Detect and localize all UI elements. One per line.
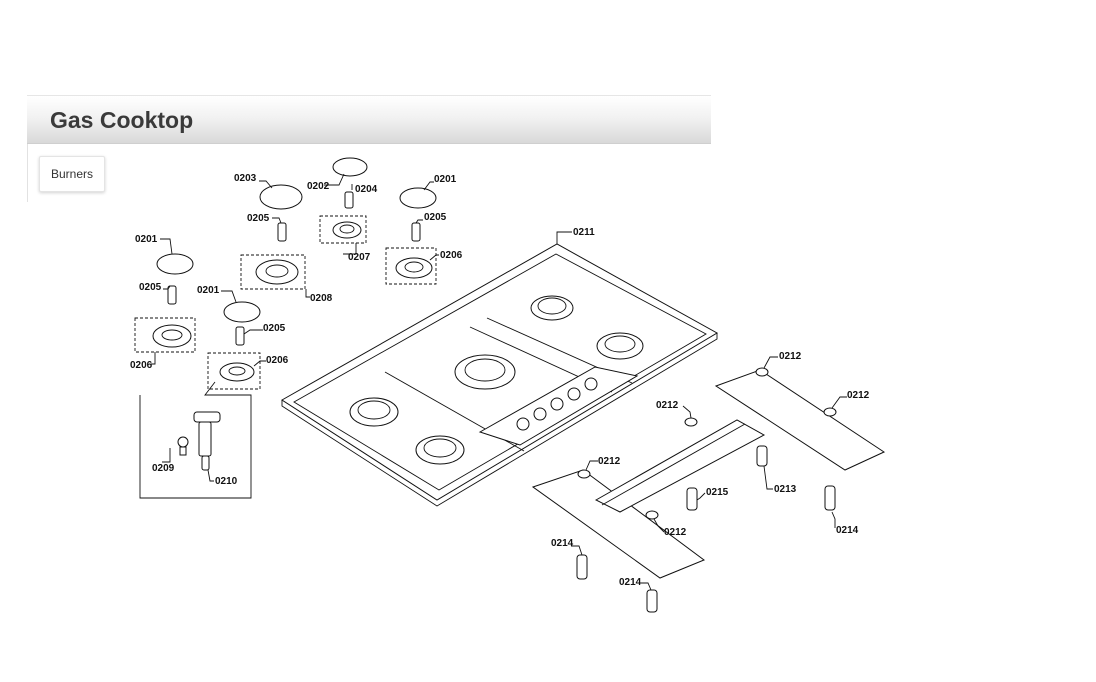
valve-detail-inset xyxy=(139,381,252,499)
callout-0212: 0212 xyxy=(664,527,687,538)
callout-0212: 0212 xyxy=(847,390,870,401)
callout-0215: 0215 xyxy=(706,487,729,498)
callout-0205: 0205 xyxy=(424,212,447,223)
callout-0201: 0201 xyxy=(197,285,220,296)
callout-0206: 0206 xyxy=(440,250,463,261)
tab-burners[interactable]: Burners xyxy=(39,156,105,192)
cooktop-panel xyxy=(281,243,719,507)
callout-0205: 0205 xyxy=(263,323,286,334)
callout-0201: 0201 xyxy=(434,174,457,185)
callout-0213: 0213 xyxy=(774,484,797,495)
callout-0206: 0206 xyxy=(266,355,289,366)
callout-0212: 0212 xyxy=(779,351,802,362)
callout-0214: 0214 xyxy=(619,577,642,588)
callout-0202: 0202 xyxy=(307,181,330,192)
page-title: Gas Cooktop xyxy=(50,107,194,133)
burner-caps xyxy=(156,157,437,323)
callout-0205: 0205 xyxy=(247,213,270,224)
callout-0210: 0210 xyxy=(215,476,238,487)
callout-0212: 0212 xyxy=(656,400,679,411)
callout-labels: 0203 0202 0204 0201 0205 0205 0207 0206 … xyxy=(130,173,870,588)
callout-0206: 0206 xyxy=(130,360,153,371)
callout-0214: 0214 xyxy=(551,538,574,549)
callout-0203: 0203 xyxy=(234,173,257,184)
callout-0205: 0205 xyxy=(139,282,162,293)
callout-0207: 0207 xyxy=(348,252,371,263)
burner-heads xyxy=(134,215,437,390)
callout-0214: 0214 xyxy=(836,525,859,536)
callout-0201: 0201 xyxy=(135,234,158,245)
tab-bar: Burners xyxy=(27,144,712,202)
page-header: Gas Cooktop xyxy=(27,95,711,144)
callout-0208: 0208 xyxy=(310,293,333,304)
callout-0209: 0209 xyxy=(152,463,175,474)
callout-0212: 0212 xyxy=(598,456,621,467)
callout-0211: 0211 xyxy=(573,227,595,238)
callout-0204: 0204 xyxy=(355,184,378,195)
gas-manifold xyxy=(531,367,886,613)
leader-lines xyxy=(151,173,847,591)
electrodes xyxy=(167,191,421,346)
